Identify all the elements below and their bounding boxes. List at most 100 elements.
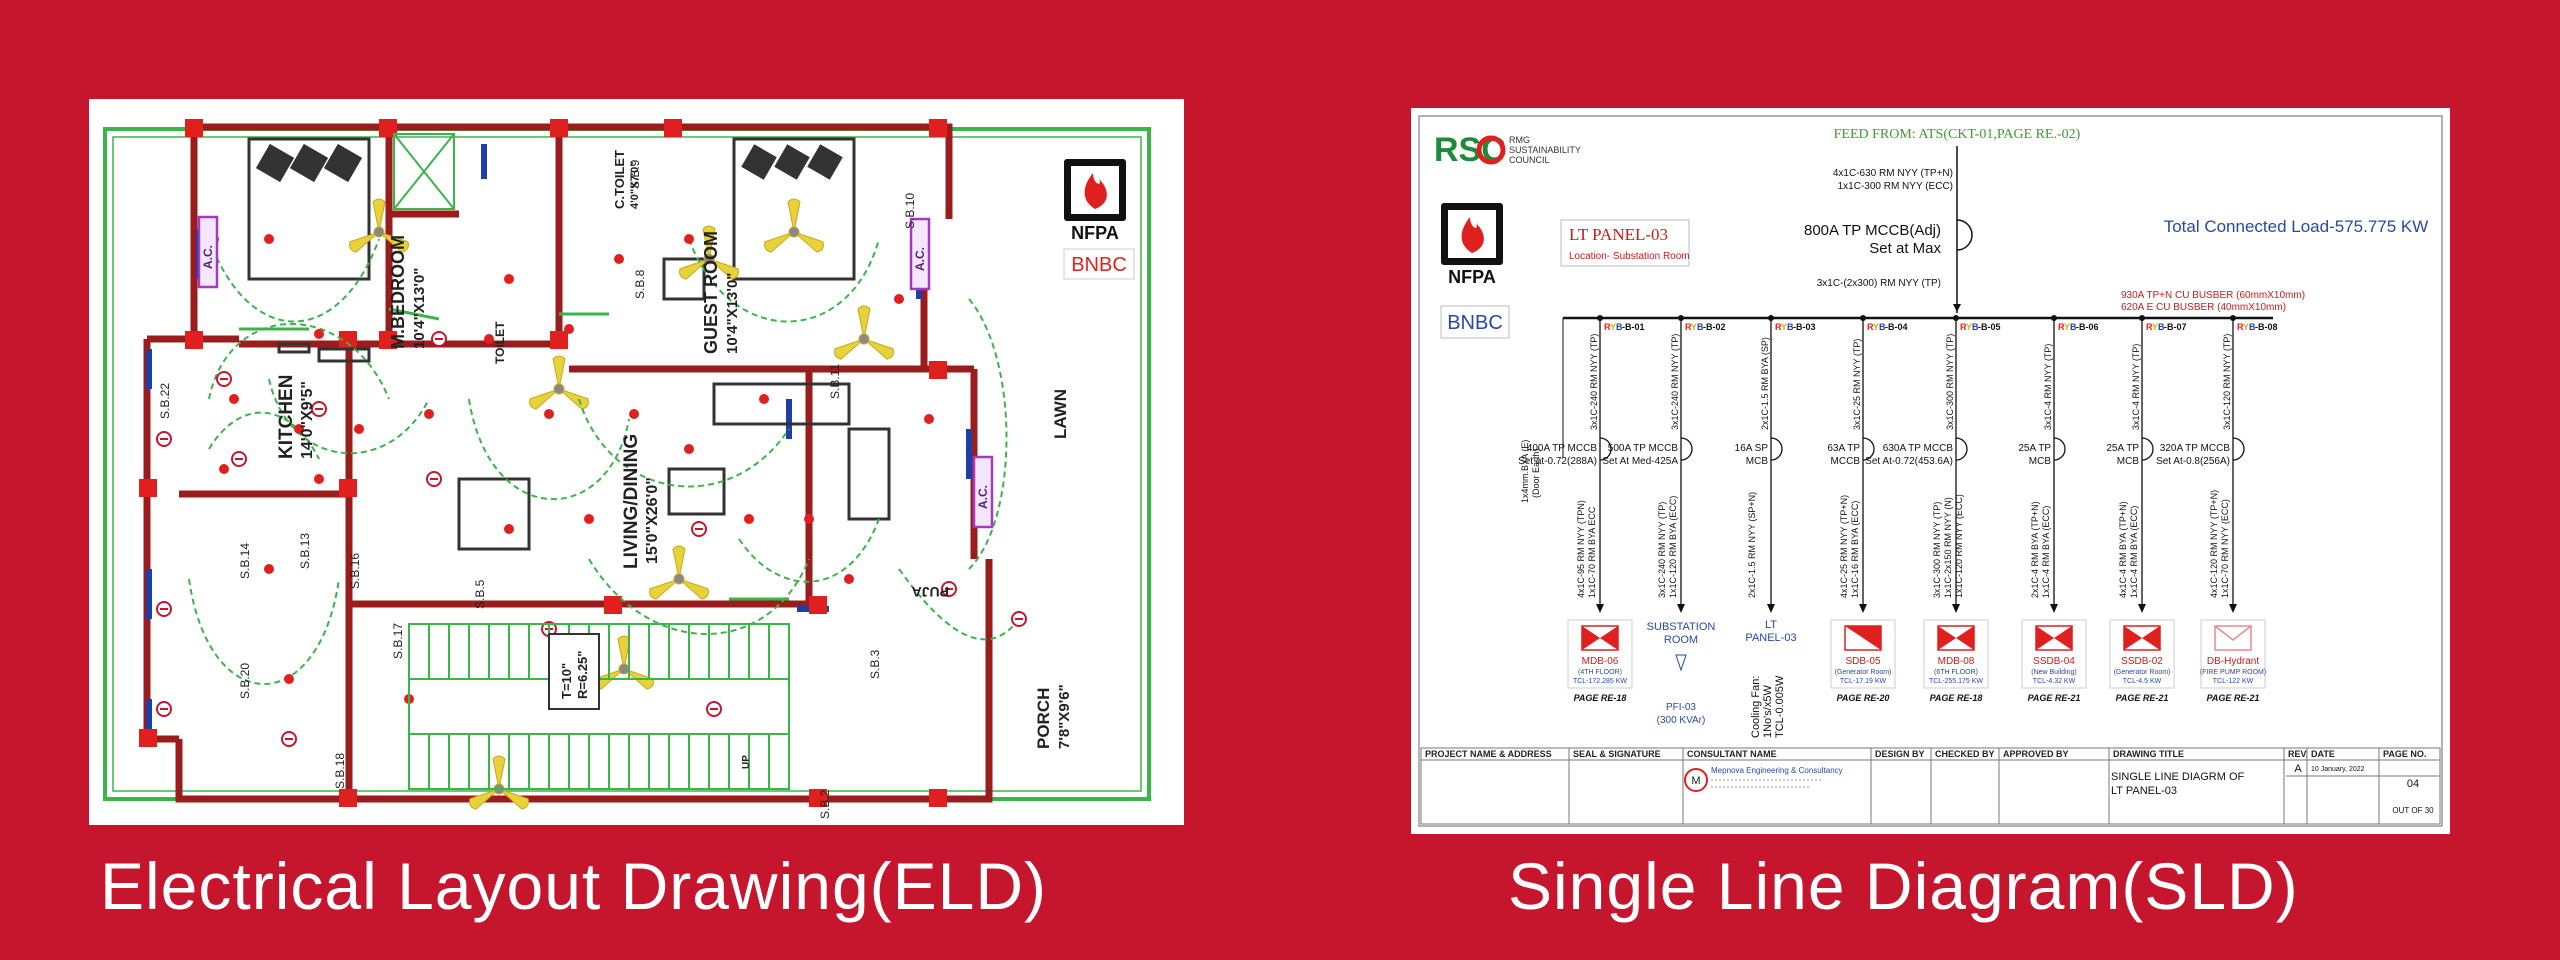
- feeder-tag: -B-06: [2076, 322, 2099, 332]
- feeder-tag: -B-07: [2164, 322, 2187, 332]
- drawing-title-1: SINGLE LINE DIAGRM OF: [2111, 771, 2245, 783]
- feeder-cable-out: 1x1C-2x150 RM NYY (N): [1943, 497, 1953, 598]
- load-page-ref: PAGE RE-21: [2116, 693, 2169, 703]
- main-breaker-2: Set at Max: [1869, 240, 1941, 257]
- light-point: [264, 234, 274, 244]
- switch-board-label: S.B.17: [391, 623, 405, 659]
- feeder-cable-out: 1x1C-70 RM BYA ECC: [1587, 506, 1597, 598]
- switch-board-label: S.B.22: [158, 383, 172, 419]
- light-point: [584, 514, 594, 524]
- load-tcl: (300 KVAr): [1657, 715, 1706, 726]
- switch-board-label: S.B.14: [238, 543, 252, 579]
- light-point: [804, 514, 814, 524]
- switch-board-label: S.B.2: [818, 789, 832, 819]
- label-c-toilet-size: 4'0"X7'0": [629, 162, 641, 209]
- feeder-cable-out: 1x1C-120 RM BYA (ECC): [1668, 496, 1678, 598]
- feeder-breaker: Set At-0.8(256A): [2156, 456, 2230, 467]
- feeder-breaker: MCCB: [1831, 456, 1861, 467]
- phase-label: B: [1972, 322, 1979, 332]
- feeder-cable-in: 3x1C-240 RM NYY (TP): [1589, 334, 1599, 430]
- nfpa-text: NFPA: [1448, 267, 1496, 287]
- ceiling-fan-icon: [764, 198, 824, 253]
- load-detail: 1No's/x5W: [1762, 685, 1774, 738]
- furniture: [277, 257, 891, 551]
- light-point: [504, 274, 514, 284]
- feeder-cable-out: 1x1C-16 RM BYA (ECC): [1850, 501, 1860, 598]
- breaker-symbol: [2053, 437, 2066, 461]
- feeder-cable-out: 4x1C-120 RM NYY (TP+N): [2209, 490, 2219, 598]
- stair-note-box: [548, 633, 600, 710]
- breaker-symbol: [1862, 437, 1875, 461]
- light-point: [264, 564, 274, 574]
- panel-location: Location- Substation Room: [1569, 251, 1690, 262]
- light-point: [564, 324, 574, 334]
- feeder-breaker: 500A TP MCCB: [1608, 443, 1679, 454]
- socket-outlet: [691, 521, 707, 537]
- breaker-symbol: [1770, 437, 1783, 461]
- feeder-cable-out: 4x1C-25 RM NYY (TP+N): [1839, 495, 1849, 598]
- ac-label-2: A.C.: [913, 247, 927, 271]
- socket-outlet: [156, 701, 172, 717]
- label-kitchen-size: 14'0"X9'5": [299, 381, 316, 459]
- socket-outlet: [311, 401, 327, 417]
- title-block-header: DATE: [2311, 749, 2335, 759]
- load-name: SSDB-04: [2033, 656, 2075, 667]
- feeder-breaker: 63A TP: [1827, 443, 1860, 454]
- breaker-symbol: [2232, 437, 2245, 461]
- ac-units: [197, 215, 994, 529]
- light-point: [314, 474, 324, 484]
- consultant-name: Mepnova Engineering & Consultancy: [1711, 766, 1843, 775]
- label-lawn: LAWN: [1051, 389, 1070, 439]
- caption-eld: Electrical Layout Drawing(ELD): [100, 849, 1048, 923]
- label-guest-room-size: 10'4"X13'0": [724, 273, 741, 354]
- load-tcl: TCL-17.19 KW: [1840, 678, 1887, 685]
- light-point: [294, 424, 304, 434]
- load-name-2: PANEL-03: [1745, 632, 1796, 644]
- electrical-layout-drawing: M.BEDROOM 10'4"X13'0" GUEST ROOM 10'4"X1…: [89, 99, 1184, 825]
- load-name: MDB-08: [1938, 656, 1975, 667]
- busbar-spec-2: 620A E CU BUSBER (40mmX10mm): [2121, 302, 2286, 313]
- ceiling-fan-icon: [679, 225, 739, 280]
- load-name: SDB-05: [1845, 656, 1880, 667]
- switch-board-label: S.B.8: [633, 269, 647, 299]
- light-point: [424, 409, 434, 419]
- switch-board-label: S.B.16: [348, 553, 362, 589]
- switch-board-label: S.B.20: [238, 663, 252, 699]
- switch-board-label: S.B.5: [473, 579, 487, 609]
- load-detail: Cooling Fan:: [1750, 676, 1762, 738]
- load-page-ref: PAGE RE-21: [2028, 693, 2081, 703]
- feeder-cable-in: 3x1C-300 RM NYY (TP): [1945, 334, 1955, 430]
- feeder-breaker: MCB: [2029, 456, 2052, 467]
- phase-label: B: [2158, 322, 2165, 332]
- phase-label: R: [1604, 322, 1611, 332]
- socket-outlet: [281, 731, 297, 747]
- floor-plan: M.BEDROOM 10'4"X13'0" GUEST ROOM 10'4"X1…: [103, 119, 1151, 819]
- phase-label: Y: [2243, 322, 2249, 332]
- load-tcl: TCL-255.175 KW: [1929, 678, 1983, 685]
- bnbc-logo: BNBC: [1440, 305, 1510, 339]
- light-point: [614, 254, 624, 264]
- phase-label: R: [2058, 322, 2065, 332]
- feeder-breaker: Set at-0.72(288A): [1518, 456, 1597, 467]
- single-line-diagram: RSC RMG SUSTAINABILITY COUNCIL NFPA BNBC…: [1411, 108, 2450, 834]
- load-name: DB-Hydrant: [2207, 656, 2259, 667]
- busbar-spec-1: 930A TP+N CU BUSBER (60mmX10mm): [2121, 290, 2305, 301]
- socket-outlet: [426, 471, 442, 487]
- feeder-cable-out: 1x1C-4 RM BYA (ECC): [2129, 506, 2139, 598]
- feeder-tag: -B-01: [1622, 322, 1645, 332]
- phase-label: Y: [1781, 322, 1787, 332]
- socket-outlets: [156, 331, 1027, 747]
- feeder-cable-out: 3x1C-300 RM NYY (TP): [1932, 502, 1942, 598]
- socket-outlet: [156, 431, 172, 447]
- feeder-cable-in: 3x1C-4 RM NYY (TP): [2043, 344, 2053, 430]
- load-page-ref: PAGE RE-20: [1837, 693, 1890, 703]
- switch-board-label: S.B.13: [298, 533, 312, 569]
- load-desc: PFI-03: [1666, 702, 1696, 713]
- phase-label: B: [1787, 322, 1794, 332]
- load-box: [2200, 619, 2266, 689]
- feeder-cable-in: 3x1C-240 RM NYY (TP): [1670, 334, 1680, 430]
- bnbc-text: BNBC: [1071, 254, 1127, 276]
